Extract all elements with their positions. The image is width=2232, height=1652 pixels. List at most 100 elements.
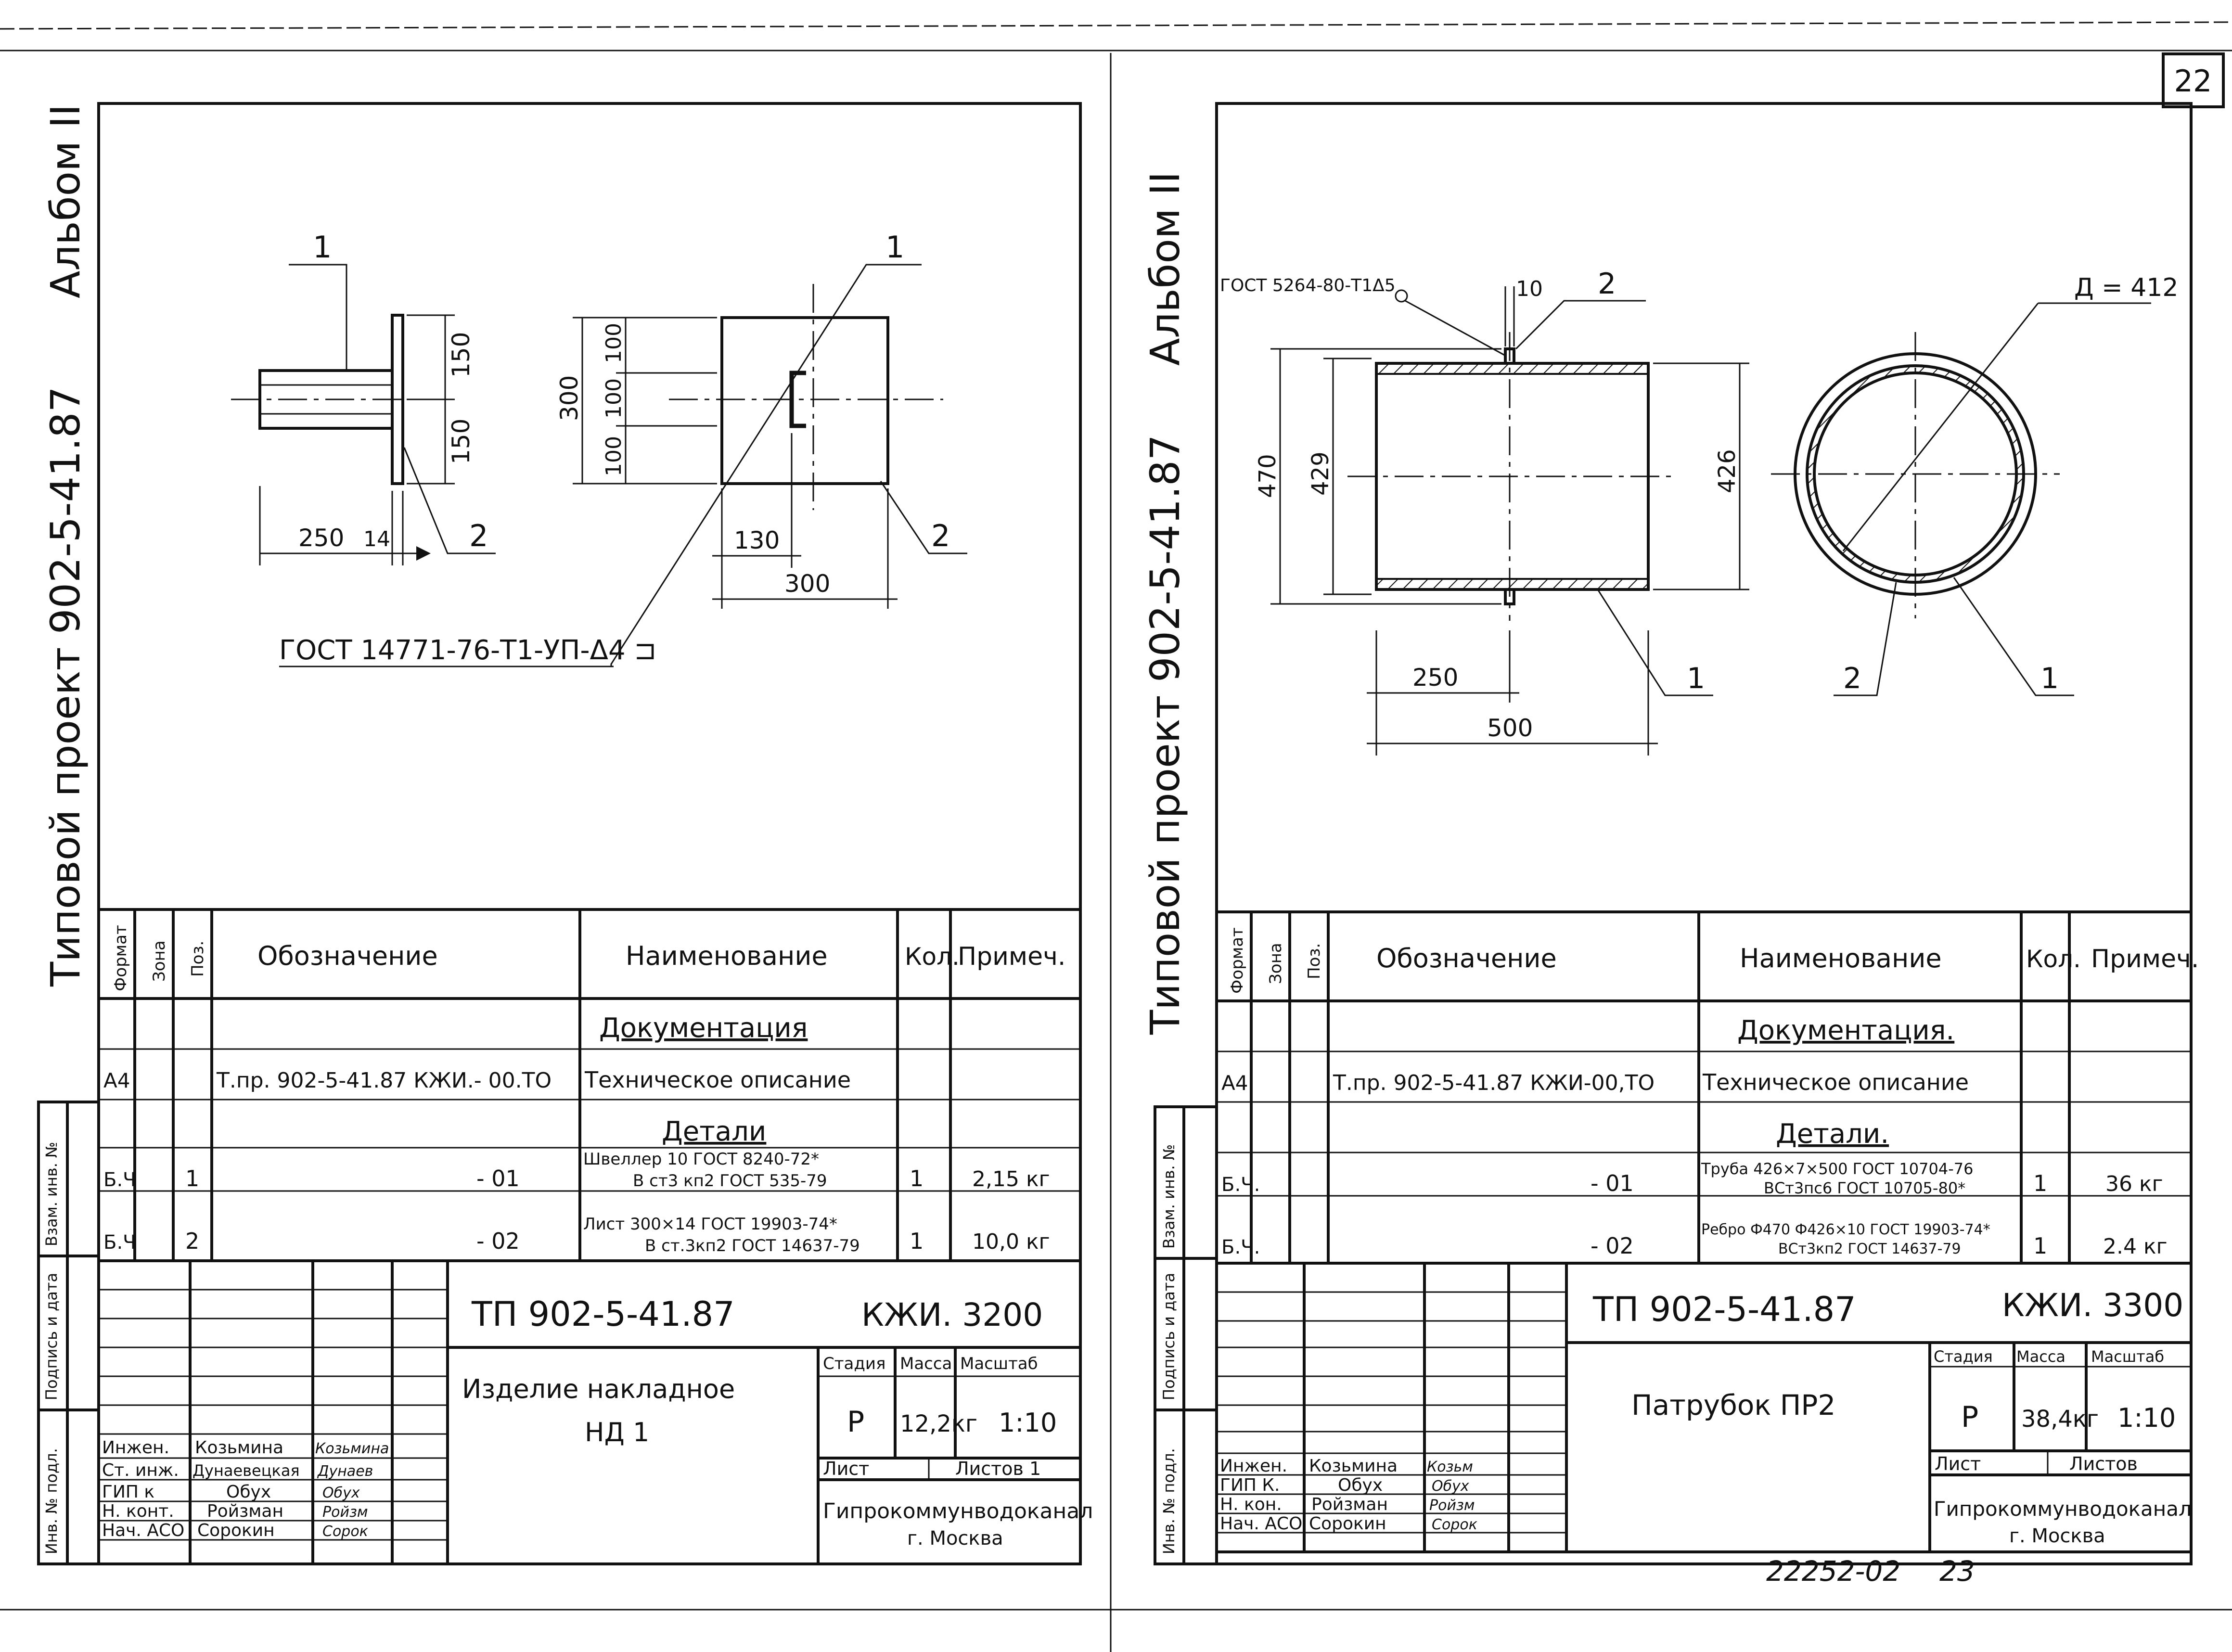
right-tb-mass-label: Масса [2016,1347,2065,1366]
dim-470: 470 [1254,454,1281,498]
left-side-title: Типовой проект 902-5-41.87 [42,386,89,987]
right-h-format: Формат [1228,927,1247,994]
right-side-stamp: Инв. № подл. Подпись и дата Взам. инв. № [1154,1105,1218,1565]
right-staff-sig-2: Обух [1432,1478,1469,1495]
left-h-format: Формат [111,925,130,991]
right-sheet: Типовой проект 902-5-41.87 Альбом II Инв… [1142,102,2199,1588]
right-staff-name-1: Козьмина [1309,1456,1398,1476]
left-h-pos: Поз. [188,941,207,977]
left-callout-2b: 2 [931,518,950,553]
right-row2-note: 36 кг [2105,1172,2163,1196]
left-sheet: Типовой проект 902-5-41.87 Альбом II Инв… [37,102,1093,1565]
right-staff-role-1: Инжен. [1220,1456,1287,1476]
left-row3-pos: 2 [185,1228,199,1254]
left-callout-2a: 2 [469,518,488,553]
left-side-stamp: Инв. № подл. Подпись и дата Взам. инв. № [37,1101,100,1565]
left-tb-org-2: г. Москва [907,1527,1003,1550]
right-section-docs: Документация. [1737,1015,1954,1046]
left-row2-qty: 1 [910,1165,924,1191]
right-row3-format: Б.Ч. [1221,1236,1260,1258]
right-h-qty: Кол. [2026,945,2081,973]
right-row1-format: А4 [1221,1071,1248,1095]
left-callout-1b: 1 [885,230,904,265]
left-staff-name-2: Дунаевецкая [192,1461,300,1480]
top-edge [0,21,2232,30]
left-row2-name-sub: В ст3 кп2 ГОСТ 535-79 [633,1171,827,1191]
left-h-qty: Кол. [905,943,960,971]
right-tb-scale-label: Масштаб [2091,1347,2164,1366]
right-tb-mark: КЖИ. 3300 [2002,1287,2183,1324]
right-section-parts: Детали. [1776,1118,1889,1150]
left-row3-designation: - 02 [476,1228,520,1254]
dim-426: 426 [1714,449,1741,493]
left-row3-name-sub: В ст.3кп2 ГОСТ 14637-79 [645,1236,860,1255]
left-staff-sig-4: Ройзм [322,1504,368,1521]
right-row1-name: Техническое описание [1702,1069,1969,1095]
right-staff-name-2: Обух [1338,1475,1383,1495]
left-weld-note: ГОСТ 14771-76-Т1-УП-Δ4 ⊐ [279,635,656,666]
left-section-docs: Документация [599,1012,808,1044]
left-tb-scale: 1:10 [999,1408,1057,1438]
left-h-note: Примеч. [958,942,1065,971]
right-h-designation: Обозначение [1376,943,1557,973]
left-staff-name-3: Обух [226,1482,271,1502]
left-h-zone: Зона [150,940,169,982]
left-row2-designation: - 01 [476,1165,520,1191]
dim-300-horiz: 300 [784,570,830,598]
right-row3-qty: 1 [2033,1233,2047,1259]
left-staff-role-3: ГИП к [102,1482,154,1502]
right-staff-role-2: ГИП К. [1220,1475,1280,1495]
left-row3-format: Б.Ч [103,1231,136,1254]
dim-100-c: 100 [602,436,626,476]
sheet-number: 22 [2174,64,2212,99]
dim-100-a: 100 [602,323,626,363]
left-staff-sig-3: Обух [322,1485,360,1501]
right-row2-name-sub: ВСт3пс6 ГОСТ 10705-80* [1764,1179,1965,1197]
right-row3-designation: - 02 [1591,1233,1634,1259]
dim-150-top: 150 [447,332,475,378]
right-tb-org-1: Гипрокоммунводоканал [1934,1497,2192,1521]
right-side-album: Альбом II [1142,172,1189,366]
right-staff-name-4: Сорокин [1309,1514,1386,1534]
left-row1-name: Техническое описание [584,1067,851,1093]
left-row2-name: Швеллер 10 ГОСТ 8240-72* [583,1150,819,1169]
left-drawing: 1 2 150 150 250 14 300 100 100 100 [231,230,967,667]
right-callout-2b: 2 [1843,662,1861,695]
left-callout-1a: 1 [313,230,332,265]
left-staff-name-4: Ройзман [207,1501,283,1521]
left-tb-sheet-label: Лист [823,1458,869,1479]
right-tb-scale: 1:10 [2117,1403,2176,1433]
left-section-parts: Детали [662,1116,766,1147]
left-row2-note: 2,15 кг [972,1167,1050,1191]
pipe-wall-bottom [1375,578,1649,590]
left-h-name: Наименование [626,941,828,971]
left-staff-sig-1: Козьмина [315,1440,389,1457]
left-staff-role-1: Инжен. [102,1438,169,1458]
left-row3-note: 10,0 кг [972,1229,1050,1254]
archive-number: 22252-02 [1766,1555,1900,1588]
right-drawing: ГОСТ 5264-80-Т1Δ5 10 2 470 429 426 1 250… [1220,267,2179,756]
left-staff-name-1: Козьмина [195,1438,283,1458]
pipe-wall-top [1375,362,1649,375]
left-tb-sheets-label: Листов 1 [955,1458,1041,1479]
right-row2-qty: 1 [2033,1170,2047,1196]
left-side-album: Альбом II [42,104,89,298]
left-tb-scale-label: Масштаб [960,1354,1038,1373]
left-tb-mass: 12,2кг [900,1410,977,1437]
right-stamp-sign: Подпись и дата [1160,1273,1178,1400]
dim-14: 14 [363,527,390,551]
left-stamp-sign: Подпись и дата [42,1273,61,1400]
right-weld-note: ГОСТ 5264-80-Т1Δ5 [1220,276,1396,295]
dim-250: 250 [298,524,344,552]
right-staff-sig-1: Козьм [1427,1459,1473,1475]
left-tb-mass-label: Масса [900,1354,952,1373]
dim-100-b: 100 [602,378,626,419]
plate-front [720,316,889,485]
right-tb-title: Патрубок ПР2 [1631,1389,1835,1421]
right-h-name: Наименование [1740,943,1942,973]
dim-429: 429 [1307,451,1334,496]
dim-130: 130 [734,526,780,554]
right-spec-table: Формат Зона Поз. Обозначение Наименовани… [1217,910,2199,1263]
left-row2-pos: 1 [185,1165,199,1191]
